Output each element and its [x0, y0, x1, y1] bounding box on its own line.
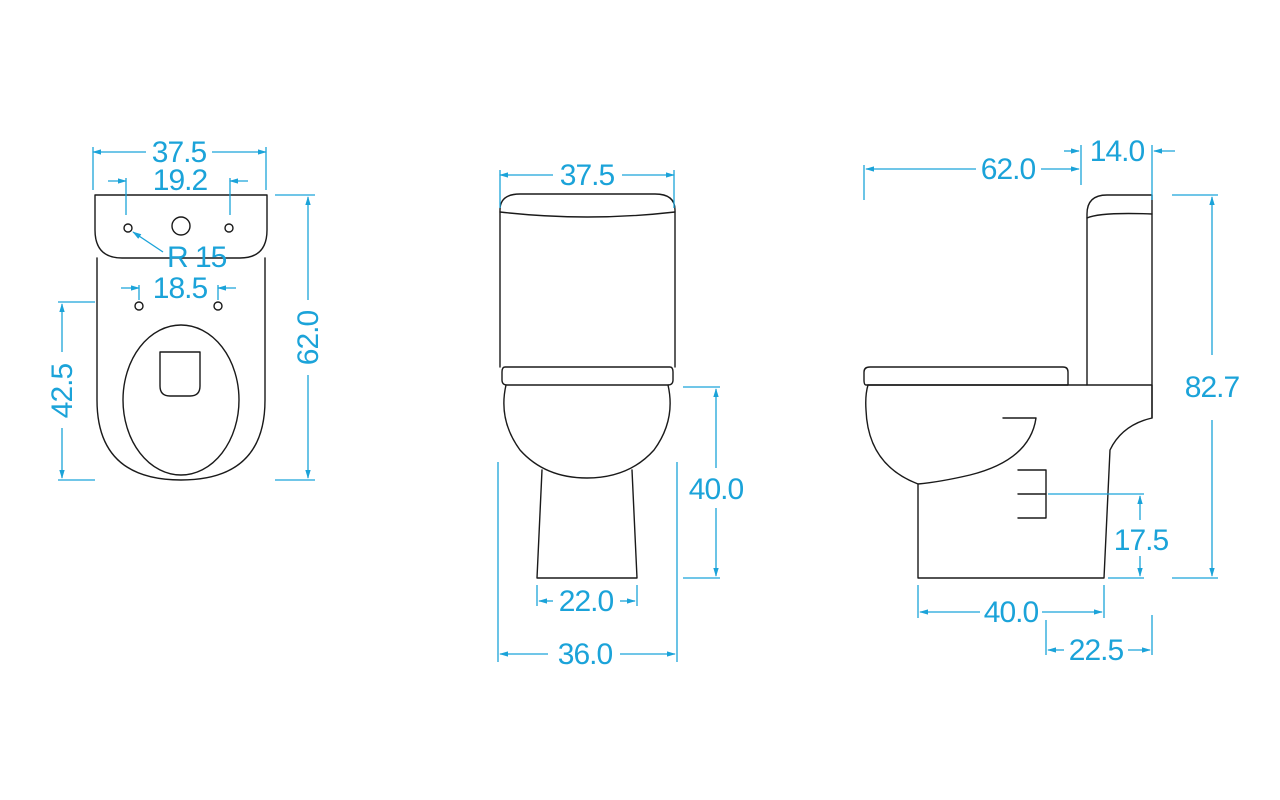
side-tank-depth-label: 14.0 — [1090, 135, 1145, 168]
front-pedestal-outline — [536, 469, 638, 579]
plan-tank-outline — [94, 194, 268, 259]
front-bowl-width-label: 36.0 — [558, 638, 613, 671]
plan-hole-radius-label: R 15 — [167, 241, 227, 274]
side-bowl-inner-line — [917, 417, 1037, 485]
plan-seat-bolt-hole-right — [213, 301, 223, 311]
side-tank-lid-line — [1086, 212, 1153, 219]
plan-overall-width-label: 37.5 — [152, 136, 207, 169]
side-overall-height-label: 82.7 — [1185, 371, 1240, 404]
side-outlet-height-label: 17.5 — [1114, 524, 1169, 557]
plan-bowl-outline — [96, 257, 266, 481]
front-seat-outline — [501, 366, 674, 386]
side-view: 62.0 14.0 82.7 17.5 40.0 22.5 — [863, 135, 1241, 667]
plan-view: 37.5 19.2 R 15 18.5 42.5 62.0 — [46, 136, 325, 481]
front-bowl-height-label: 40.0 — [689, 473, 744, 506]
front-view: 37.5 40.0 22.0 36.0 — [497, 159, 745, 671]
front-foot-width-label: 22.0 — [559, 585, 614, 618]
side-tank-outline — [1086, 194, 1153, 419]
plan-tank-bolt-hole-left — [123, 223, 133, 233]
plan-overall-depth-label: 62.0 — [292, 310, 325, 365]
plan-seat-bolt-hole-left — [134, 301, 144, 311]
plan-flush-hole — [171, 216, 191, 236]
plan-bowl-front-depth-label: 42.5 — [46, 363, 79, 418]
front-bowl-outline — [503, 384, 671, 479]
plan-bowl-outlet — [159, 351, 201, 397]
side-seat-outline — [863, 366, 1069, 386]
side-foot-depth-label: 40.0 — [984, 596, 1039, 629]
front-tank-width-label: 37.5 — [560, 159, 615, 192]
side-overall-depth-label: 62.0 — [981, 153, 1036, 186]
plan-tank-bolt-hole-right — [224, 223, 234, 233]
front-tank-lid-line — [499, 211, 676, 218]
plan-seat-bolt-spacing-label: 18.5 — [153, 272, 208, 305]
side-bowl-outline — [865, 384, 1153, 579]
front-tank-outline — [499, 193, 676, 368]
plan-bowl-rim — [122, 324, 240, 476]
plan-tank-bolt-spacing-label: 19.2 — [153, 164, 208, 197]
side-outlet-setback-label: 22.5 — [1069, 634, 1124, 667]
